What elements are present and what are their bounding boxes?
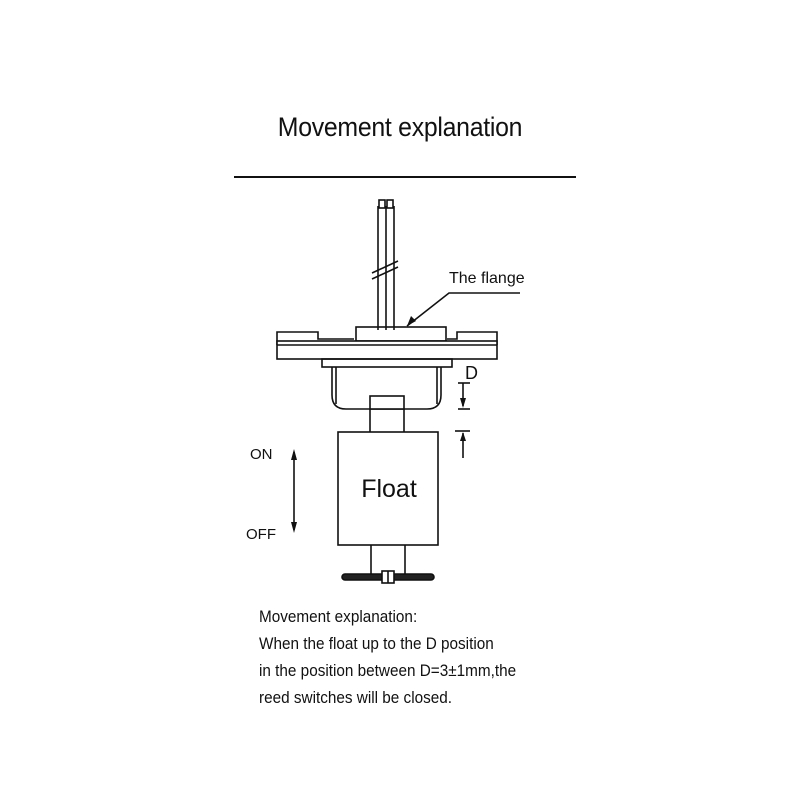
switch-housing [331,367,442,410]
travel-arrow [291,449,297,533]
d-label: D [465,363,478,383]
float-body [337,431,439,546]
off-label: OFF [246,526,276,543]
movement-description: Movement explanation: When the float up … [259,603,637,711]
description-line: in the position between D=3±1mm,the [259,661,517,680]
float-label: Float [361,475,417,503]
description-line: When the float up to the D position [259,634,494,653]
cable [371,199,399,330]
title-underline [234,176,576,178]
bottom-stopper [341,545,435,584]
d-dimension [455,382,470,458]
diagram-title: Movement explanation [277,112,523,142]
stem [369,409,405,432]
cable-break-mark [371,260,399,274]
on-label: ON [250,446,273,463]
flange-label: The flange [449,270,525,287]
flange-leader-line [406,292,520,327]
flange-leader-arrowhead [407,316,416,326]
description-line: reed switches will be closed. [259,688,453,707]
description-line: Movement explanation: [259,607,418,626]
flange [276,326,498,368]
